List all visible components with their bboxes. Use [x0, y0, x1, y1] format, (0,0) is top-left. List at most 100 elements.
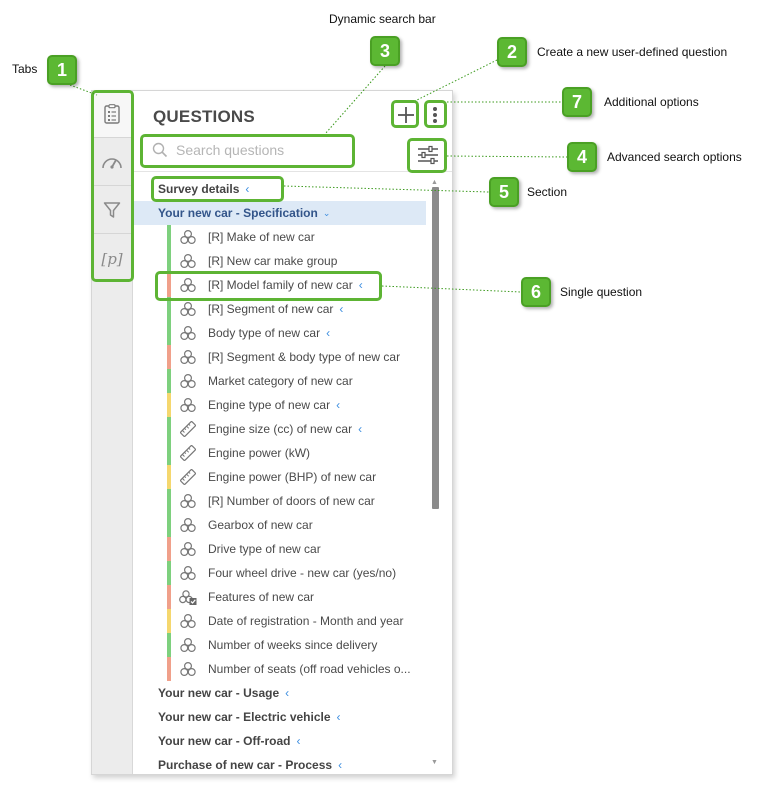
question-row[interactable]: Market category of new car — [133, 369, 426, 393]
question-row[interactable]: [R] Segment & body type of new car — [133, 345, 426, 369]
annotation-label-advanced: Advanced search options — [607, 150, 742, 164]
annotation-badge-1: 1 — [47, 55, 77, 85]
annotation-badge-5: 5 — [489, 177, 519, 207]
status-color-bar — [167, 489, 171, 513]
chevron-left-icon[interactable]: ‹ — [326, 326, 331, 340]
chevron-left-icon[interactable]: ‹ — [296, 734, 301, 748]
status-color-bar — [167, 537, 171, 561]
annotation-label-single-question: Single question — [560, 285, 643, 299]
tab-dashboard[interactable] — [92, 139, 132, 186]
question-row[interactable]: Gearbox of new car — [133, 513, 426, 537]
chevron-left-icon[interactable]: ‹ — [339, 302, 344, 316]
section-row[interactable]: Your new car - Electric vehicle ‹ — [133, 705, 426, 729]
more-options-button[interactable] — [428, 103, 442, 127]
question-row[interactable]: Number of seats (off road vehicles o... — [133, 657, 426, 681]
categorical-question-icon — [179, 373, 197, 389]
categorical-question-icon — [179, 325, 197, 341]
question-label: Date of registration - Month and year — [208, 614, 404, 628]
add-question-button[interactable] — [395, 104, 417, 126]
question-row[interactable]: [R] New car make group — [133, 249, 426, 273]
status-color-bar — [167, 345, 171, 369]
categorical-question-icon — [179, 253, 197, 269]
scroll-up-arrow[interactable]: ▲ — [431, 179, 438, 186]
header-divider — [132, 171, 452, 172]
chevron-left-icon[interactable]: ‹ — [336, 398, 341, 412]
categorical-question-icon — [179, 541, 197, 557]
question-row[interactable]: Engine power (BHP) of new car — [133, 465, 426, 489]
question-row[interactable]: [R] Model family of new car‹ — [133, 273, 426, 297]
numeric-question-icon — [179, 421, 197, 437]
section-label: Survey details — [158, 182, 240, 196]
categorical-question-icon — [179, 277, 197, 293]
annotation-label-search-bar: Dynamic search bar — [329, 12, 436, 26]
categorical-question-icon — [179, 349, 197, 365]
question-row[interactable]: Engine type of new car‹ — [133, 393, 426, 417]
question-label: [R] Segment of new car — [208, 302, 334, 316]
question-row[interactable]: Body type of new car‹ — [133, 321, 426, 345]
question-row[interactable]: Drive type of new car — [133, 537, 426, 561]
question-label: [R] New car make group — [208, 254, 338, 268]
question-label: Engine power (kW) — [208, 446, 311, 460]
clipboard-list-icon — [104, 104, 120, 124]
question-label: Four wheel drive - new car (yes/no) — [208, 566, 397, 580]
categorical-question-icon — [179, 229, 197, 245]
categorical-question-icon — [179, 301, 197, 317]
numeric-question-icon — [179, 445, 197, 461]
question-row[interactable]: [R] Make of new car — [133, 225, 426, 249]
bracket-p-icon: [p] — [101, 249, 123, 268]
question-label: Number of seats (off road vehicles o... — [208, 662, 411, 676]
sliders-icon — [418, 145, 438, 165]
question-row[interactable]: Four wheel drive - new car (yes/no) — [133, 561, 426, 585]
tab-filter[interactable] — [92, 187, 132, 234]
section-row[interactable]: Your new car - Specification⌄ — [133, 201, 426, 225]
section-row[interactable]: Survey details ‹ — [133, 177, 426, 201]
question-row[interactable]: Features of new car — [133, 585, 426, 609]
chevron-down-icon[interactable]: ⌄ — [322, 207, 331, 218]
chevron-left-icon[interactable]: ‹ — [285, 686, 290, 700]
chevron-left-icon[interactable]: ‹ — [245, 182, 250, 196]
section-row[interactable]: Purchase of new car - Process‹ — [133, 753, 426, 773]
question-row[interactable]: [R] Number of doors of new car — [133, 489, 426, 513]
annotation-label-more: Additional options — [604, 95, 699, 109]
chevron-left-icon[interactable]: ‹ — [338, 758, 343, 772]
plus-icon — [398, 107, 414, 123]
question-label: Drive type of new car — [208, 542, 321, 556]
annotation-badge-3: 3 — [370, 36, 400, 66]
status-color-bar — [167, 585, 171, 609]
status-color-bar — [167, 441, 171, 465]
multi-response-question-icon — [179, 589, 197, 605]
annotation-label-section: Section — [527, 185, 568, 199]
question-label: [R] Make of new car — [208, 230, 315, 244]
section-label: Your new car - Electric vehicle — [158, 710, 331, 724]
status-color-bar — [167, 393, 171, 417]
status-color-bar — [167, 633, 171, 657]
tab-questions[interactable] — [92, 91, 132, 138]
advanced-search-button[interactable] — [414, 141, 442, 169]
status-color-bar — [167, 297, 171, 321]
section-label: Your new car - Usage — [158, 686, 280, 700]
question-row[interactable]: [R] Segment of new car ‹ — [133, 297, 426, 321]
question-label: Engine power (BHP) of new car — [208, 470, 377, 484]
section-row[interactable]: Your new car - Usage ‹ — [133, 681, 426, 705]
questions-panel: [p] QUESTIONS Survey details‹Your — [91, 90, 453, 775]
categorical-question-icon — [179, 637, 197, 653]
panel-title: QUESTIONS — [153, 107, 255, 126]
categorical-question-icon — [179, 397, 197, 413]
annotation-badge-6: 6 — [521, 277, 551, 307]
chevron-left-icon[interactable]: ‹ — [358, 422, 363, 436]
question-row[interactable]: Number of weeks since delivery — [133, 633, 426, 657]
search-input[interactable] — [174, 141, 348, 159]
tab-parameters[interactable]: [p] — [92, 235, 132, 282]
question-row[interactable]: Engine power (kW) — [133, 441, 426, 465]
categorical-question-icon — [179, 661, 197, 677]
question-row[interactable]: Engine size (cc) of new car‹ — [133, 417, 426, 441]
chevron-left-icon[interactable]: ‹ — [336, 710, 341, 724]
categorical-question-icon — [179, 517, 197, 533]
question-label: [R] Number of doors of new car — [208, 494, 375, 508]
annotation-label-tabs: Tabs — [12, 62, 38, 76]
question-row[interactable]: Date of registration - Month and year — [133, 609, 426, 633]
scroll-down-arrow[interactable]: ▼ — [431, 759, 438, 766]
chevron-left-icon[interactable]: ‹ — [358, 278, 363, 292]
scrollbar-thumb[interactable] — [432, 187, 439, 509]
section-row[interactable]: Your new car - Off-road‹ — [133, 729, 426, 753]
